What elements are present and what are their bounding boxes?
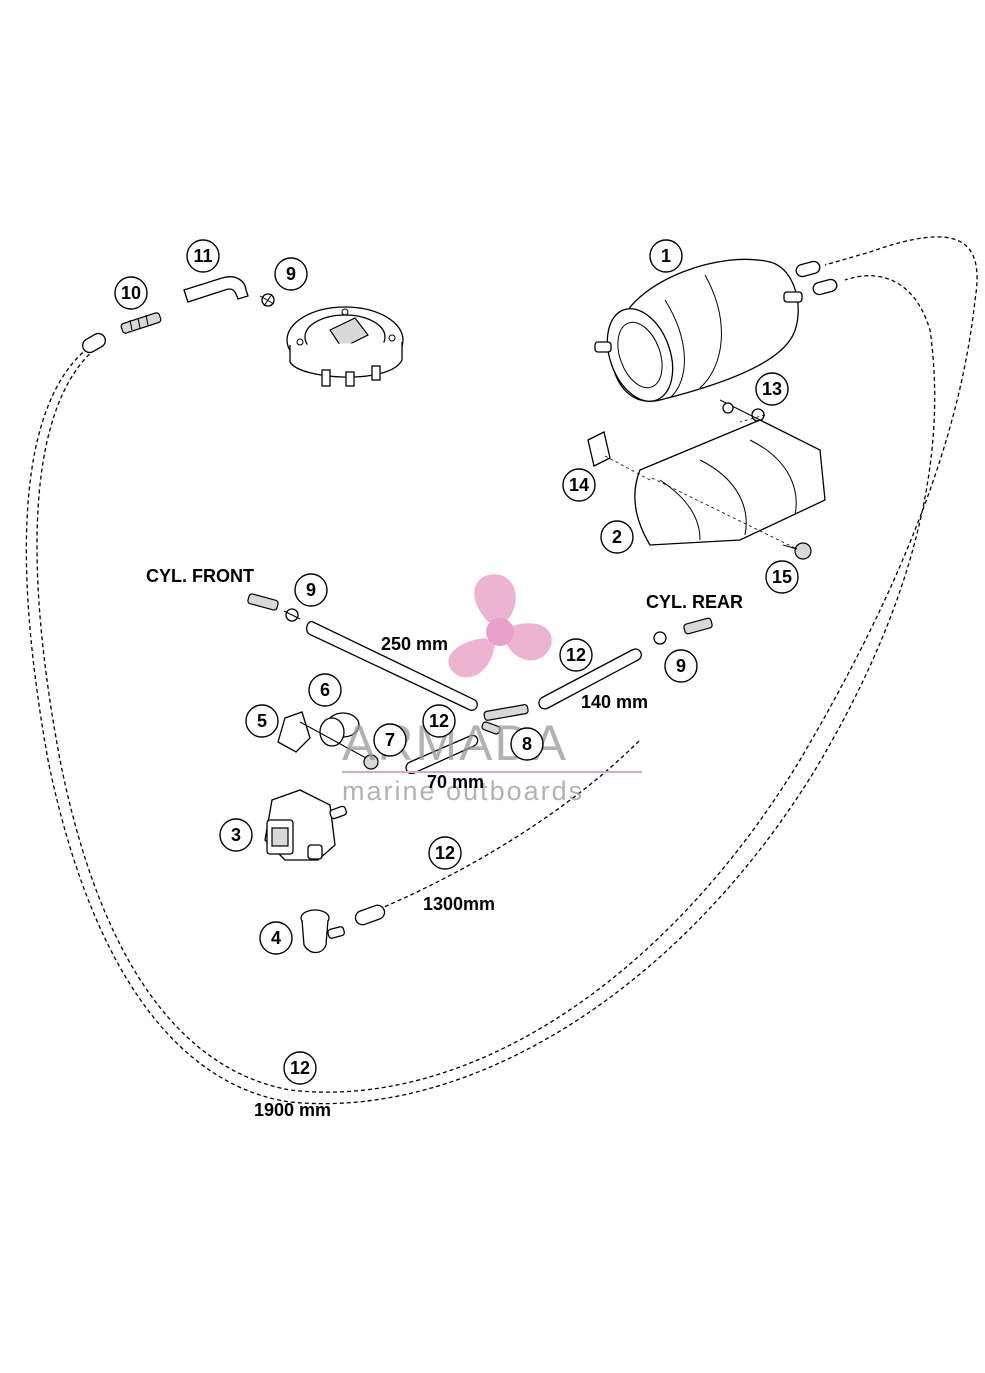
callout-14: 14 [562, 468, 596, 502]
dim-hose-1300: 1300mm [423, 894, 495, 914]
canister-part-1 [594, 258, 803, 403]
svg-text:11: 11 [193, 246, 212, 266]
dim-hose-140: 140 mm [581, 692, 648, 712]
label-cyl-rear: CYL. REAR [646, 592, 743, 612]
elbow-hose-part-11 [183, 276, 249, 303]
callout-6: 6 [308, 673, 342, 707]
fitting-cyl-front [247, 593, 279, 611]
callout-5: 5 [245, 704, 279, 738]
svg-text:9: 9 [306, 580, 316, 600]
svg-text:10: 10 [121, 283, 141, 303]
label-cyl-front: CYL. FRONT [146, 566, 254, 586]
svg-text:13: 13 [762, 379, 782, 399]
clamp-part-9-rear [653, 631, 667, 645]
canister-hose-ends [795, 260, 838, 296]
svg-text:7: 7 [385, 730, 395, 750]
grommet-part-6 [319, 712, 360, 747]
svg-text:2: 2 [612, 527, 622, 547]
clamp-part-9-front [283, 608, 301, 622]
callout-12-rear: 12 [559, 638, 593, 672]
hose-1300-path [371, 739, 641, 913]
hose-1300-end [354, 904, 386, 926]
fitting-part-10 [120, 312, 162, 334]
bracket-part-14 [587, 431, 611, 467]
watermark-tagline: marine outboards [342, 776, 584, 806]
callout-7: 7 [373, 723, 407, 757]
callout-9-top: 9 [274, 257, 308, 291]
svg-text:6: 6 [320, 680, 330, 700]
callout-12-1300: 12 [428, 836, 462, 870]
hose-140 [538, 648, 642, 710]
dim-hose-70: 70 mm [427, 772, 484, 792]
leader-lines [604, 414, 796, 549]
hose-1900-right [25, 275, 936, 1105]
callout-12-1900: 12 [283, 1051, 317, 1085]
hose-1900-left [36, 236, 978, 1093]
svg-text:5: 5 [257, 711, 267, 731]
callout-2: 2 [600, 520, 634, 554]
callout-1: 1 [649, 239, 683, 273]
fitting-cyl-rear [683, 617, 713, 635]
callout-15: 15 [765, 560, 799, 594]
dim-hose-1900: 1900 mm [254, 1100, 331, 1120]
bolt-part-7 [299, 721, 379, 770]
hose-250 [306, 620, 478, 711]
callout-10: 10 [114, 276, 148, 310]
svg-text:9: 9 [286, 264, 296, 284]
clamp-part-9-top [259, 293, 275, 307]
svg-text:15: 15 [772, 567, 792, 587]
svg-text:8: 8 [522, 734, 532, 754]
svg-text:12: 12 [429, 711, 449, 731]
callout-13: 13 [755, 372, 789, 406]
bolt-part-15 [782, 542, 812, 560]
canister-tray-part-2 [634, 399, 826, 546]
callout-3: 3 [219, 818, 253, 852]
callout-9-front: 9 [294, 573, 328, 607]
fuel-cap-assembly [286, 306, 404, 387]
hose-70 [405, 734, 479, 775]
armada-watermark: ARMADA marine outboards [342, 574, 642, 806]
callout-11: 11 [186, 239, 220, 273]
propeller-logo [448, 574, 552, 678]
svg-text:3: 3 [231, 825, 241, 845]
svg-text:12: 12 [566, 645, 586, 665]
callout-8: 8 [510, 727, 544, 761]
callout-12-mid: 12 [422, 704, 456, 738]
bracket-part-5 [277, 711, 311, 753]
svg-text:1: 1 [661, 246, 671, 266]
svg-text:12: 12 [290, 1058, 310, 1078]
tee-fitting-part-8 [481, 704, 529, 735]
svg-text:14: 14 [569, 475, 589, 495]
svg-text:12: 12 [435, 843, 455, 863]
valve-part-4 [300, 909, 345, 954]
hose-end-left [82, 332, 106, 354]
svg-text:9: 9 [676, 656, 686, 676]
callout-9-rear: 9 [664, 649, 698, 683]
dim-hose-250: 250 mm [381, 634, 448, 654]
svg-text:4: 4 [271, 928, 281, 948]
purge-valve-part-3 [264, 789, 348, 861]
callout-4: 4 [259, 921, 293, 955]
